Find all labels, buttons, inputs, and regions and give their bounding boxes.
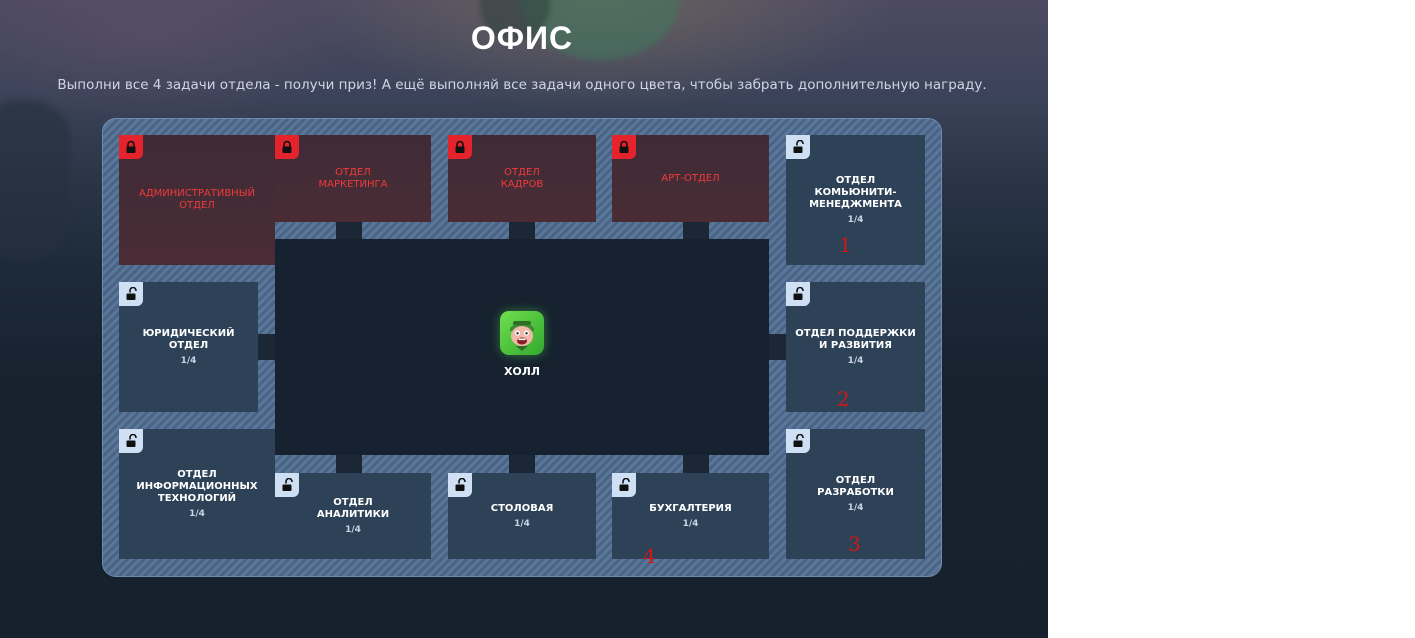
lock-open-icon [275,473,299,497]
room-community-management[interactable]: ОТДЕЛ КОМЬЮНИТИ- МЕНЕДЖМЕНТА 1/4 [786,135,925,265]
room-support-development[interactable]: ОТДЕЛ ПОДДЕРЖКИ И РАЗВИТИЯ 1/4 [786,282,925,412]
doorway [258,334,275,360]
lock-open-icon [119,282,143,306]
room-label: ОТДЕЛ МАРКЕТИНГА [318,166,388,190]
room-it[interactable]: ОТДЕЛ ИНФОРМАЦИОННЫХ ТЕХНОЛОГИЙ 1/4 [119,429,275,559]
room-canteen[interactable]: СТОЛОВАЯ 1/4 [448,473,596,559]
room-label: ОТДЕЛ КОМЬЮНИТИ- МЕНЕДЖМЕНТА [809,175,902,210]
room-label: ОТДЕЛ АНАЛИТИКИ [316,497,390,520]
lock-open-icon [612,473,636,497]
room-progress: 1/4 [514,519,530,529]
room-label: АДМИНИСТРАТИВНЫЙ ОТДЕЛ [139,188,255,211]
room-label: ОТДЕЛ КАДРОВ [500,166,544,190]
annotation-marker: 3 [848,532,861,556]
hall-center[interactable]: ХОЛЛ [497,311,547,378]
room-administrative[interactable]: АДМИНИСТРАТИВНЫЙ ОТДЕЛ [119,135,275,265]
room-hr[interactable]: ОТДЕЛ КАДРОВ [448,135,596,222]
room-label: ЮРИДИЧЕСКИЙ ОТДЕЛ [142,328,235,351]
doorway [509,222,535,239]
annotation-marker: 4 [643,544,656,568]
room-development[interactable]: ОТДЕЛ РАЗРАБОТКИ 1/4 [786,429,925,559]
room-label: АРТ-ОТДЕЛ [661,172,720,184]
page-title: ОФИС [470,20,574,56]
doorway [509,455,535,473]
room-progress: 1/4 [847,215,864,225]
lock-open-icon [786,429,810,453]
room-analytics[interactable]: ОТДЕЛ АНАЛИТИКИ 1/4 [275,473,431,559]
annotation-marker: 1 [839,233,852,257]
room-label: ОТДЕЛ ПОДДЕРЖКИ И РАЗВИТИЯ [795,328,916,351]
lock-closed-icon [448,135,472,159]
game-stage: ОФИС Выполни все 4 задачи отдела - получ… [0,0,1048,638]
page-subtitle: Выполни все 4 задачи отдела - получи при… [57,77,987,93]
lock-closed-icon [275,135,299,159]
room-art[interactable]: АРТ-ОТДЕЛ [612,135,769,222]
annotation-marker: 2 [837,387,850,411]
room-progress: 1/4 [345,525,361,535]
room-progress: 1/4 [847,503,864,513]
doorway [683,222,709,239]
lock-open-icon [448,473,472,497]
room-label: СТОЛОВАЯ [490,503,554,514]
lock-open-icon [786,282,810,306]
mascot-icon [500,311,544,355]
room-label: ОТДЕЛ ИНФОРМАЦИОННЫХ ТЕХНОЛОГИЙ [136,469,258,504]
room-progress: 1/4 [180,356,197,366]
room-progress: 1/4 [189,509,205,519]
lock-closed-icon [612,135,636,159]
lock-closed-icon [119,135,143,159]
room-accounting[interactable]: БУХГАЛТЕРИЯ 1/4 [612,473,769,559]
lock-open-icon [786,135,810,159]
room-marketing[interactable]: ОТДЕЛ МАРКЕТИНГА [275,135,431,222]
room-label: БУХГАЛТЕРИЯ [649,503,732,514]
doorway [336,455,362,473]
doorway [683,455,709,473]
room-label: ОТДЕЛ РАЗРАБОТКИ [817,475,894,498]
lock-open-icon [119,429,143,453]
hall-label: ХОЛЛ [503,365,541,378]
doorway [336,222,362,239]
background-figure [0,100,70,260]
room-progress: 1/4 [682,519,699,529]
room-progress: 1/4 [847,356,864,366]
doorway [769,334,786,360]
room-legal[interactable]: ЮРИДИЧЕСКИЙ ОТДЕЛ 1/4 [119,282,258,412]
